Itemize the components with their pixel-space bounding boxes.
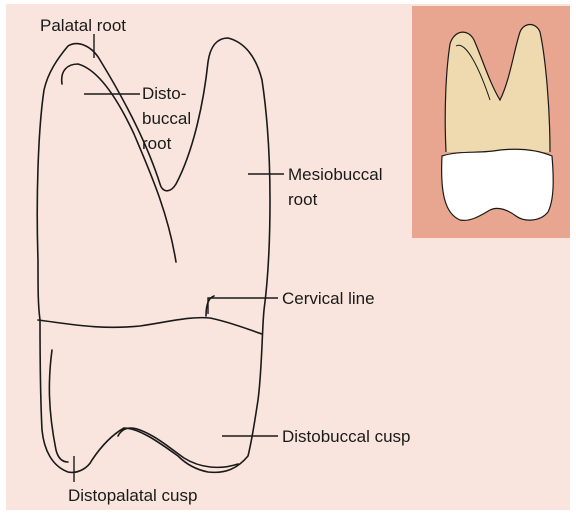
distobuccal-root-label-line-2: buccal	[142, 109, 191, 128]
palatal-root-label: Palatal root	[40, 16, 126, 35]
distopalatal-cusp-label: Distopalatal cusp	[68, 486, 197, 505]
distobuccal-root-label-line-1: Disto-	[142, 84, 186, 103]
mesiobuccal-root-label-line-1: Mesiobuccal	[288, 165, 383, 184]
distobuccal-root-label-line-3: root	[142, 134, 171, 153]
cervical-line	[38, 318, 262, 334]
crown-fissure	[49, 350, 68, 462]
tooth-outline	[37, 38, 270, 472]
distobuccal-cusp-label: Distobuccal cusp	[282, 427, 411, 446]
cervical-notch	[206, 296, 214, 316]
cervical-line-leader	[208, 298, 278, 314]
inset-photo	[412, 6, 570, 238]
crown-inner-edge	[118, 428, 238, 467]
mesiobuccal-root-label-line-2: root	[288, 190, 317, 209]
cervical-line-label: Cervical line	[282, 289, 375, 308]
